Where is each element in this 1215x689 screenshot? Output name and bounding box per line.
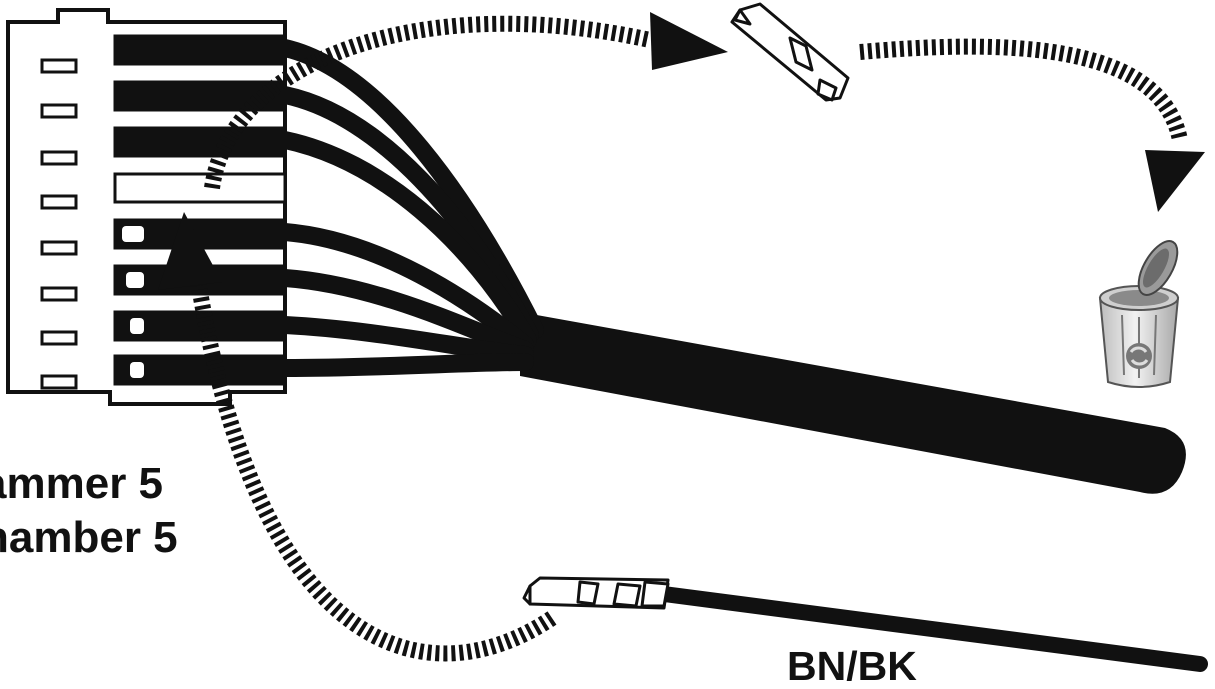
dashed-arrow-icon bbox=[859, 38, 1205, 212]
connector-housing-icon bbox=[6, 8, 287, 406]
chamber-label-english: hamber 5 bbox=[0, 513, 178, 562]
recycle-bin-icon bbox=[1098, 240, 1180, 388]
dashed-arrow-icon bbox=[204, 12, 728, 190]
chamber-5-empty bbox=[113, 172, 287, 204]
chamber-label-german: ammer 5 bbox=[0, 459, 164, 508]
cable-sheath bbox=[520, 312, 1186, 494]
wire-bundle bbox=[276, 39, 544, 377]
crimp-terminal-icon bbox=[730, 2, 850, 102]
wire-color-label: BN/BK bbox=[787, 643, 917, 689]
crimp-terminal-with-wire-icon bbox=[522, 576, 1208, 672]
dashed-arrow-icon bbox=[158, 212, 557, 662]
